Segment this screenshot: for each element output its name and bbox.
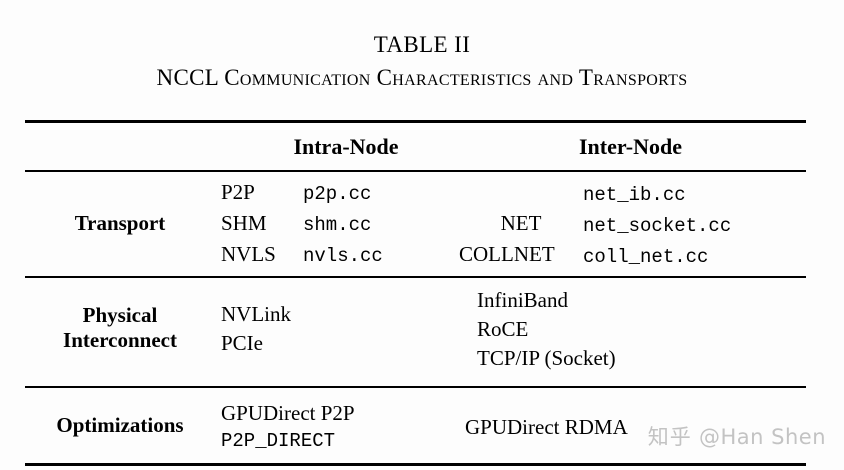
- transport-source-file: coll_net.cc: [583, 246, 709, 268]
- transport-source-file: shm.cc: [303, 214, 372, 236]
- physical-interconnect-inter-node-cell: InfiniBand RoCE TCP/IP (Socket): [477, 286, 616, 373]
- transport-name: SHM: [221, 211, 267, 235]
- transport-source-file: net_socket.cc: [583, 215, 732, 237]
- optimizations-inter-node-cell: GPUDirect RDMA: [465, 414, 628, 441]
- transport-name: P2P: [221, 180, 255, 204]
- row-label-line-1: Physical: [82, 303, 158, 327]
- optimizations-intra-node-cell: GPUDirect P2P P2P_DIRECT: [221, 400, 355, 455]
- transport-name-collnet: COLLNET: [459, 242, 555, 266]
- transport-inter-file-column: net_ib.cc net_socket.cc coll_net.cc: [583, 180, 731, 273]
- transport-pair: NVLS nvls.cc: [221, 242, 383, 273]
- physical-interconnect-intra-node-cell: NVLink PCIe: [221, 300, 291, 358]
- interconnect-item: NVLink: [221, 302, 291, 326]
- row-label-physical-interconnect: Physical Interconnect: [25, 303, 215, 353]
- transport-source-file: nvls.cc: [303, 245, 383, 267]
- row-label-transport: Transport: [74, 211, 166, 235]
- physical-interconnect-bottom-rule: [25, 386, 806, 388]
- interconnect-item: RoCE: [477, 317, 529, 341]
- interconnect-item: InfiniBand: [477, 288, 568, 312]
- optimization-item: GPUDirect RDMA: [465, 415, 628, 439]
- transport-name-net: NET: [500, 211, 542, 235]
- transport-inter-name-column: NET COLLNET: [459, 180, 583, 273]
- table-row-transport: Transport P2P p2p.cc SHM shm.cc NVLS nvl…: [25, 172, 806, 276]
- transport-intra-node-cell: P2P p2p.cc SHM shm.cc NVLS nvls.cc: [221, 180, 383, 273]
- optimization-item: GPUDirect P2P: [221, 401, 355, 425]
- table-title-block: TABLE II NCCL Communication Characterist…: [0, 30, 844, 94]
- table-top-rule: [25, 120, 806, 123]
- table-bottom-rule: [25, 463, 806, 466]
- transport-pair: SHM shm.cc: [221, 211, 383, 242]
- table-number: TABLE II: [373, 32, 471, 57]
- transport-pair: P2P p2p.cc: [221, 180, 383, 211]
- data-table: Intra-Node Inter-Node Transport P2P p2p.…: [25, 120, 806, 466]
- transport-inter-node-cell: NET COLLNET net_ib.cc net_socket.cc coll…: [459, 180, 731, 273]
- interconnect-item: TCP/IP (Socket): [477, 346, 616, 370]
- table-row-physical-interconnect: Physical Interconnect NVLink PCIe Infini…: [25, 278, 806, 386]
- row-label-optimizations: Optimizations: [56, 413, 184, 437]
- column-header-inter-node: Inter-Node: [578, 134, 683, 159]
- transport-source-file: net_ib.cc: [583, 184, 686, 206]
- table-row-optimizations: Optimizations GPUDirect P2P P2P_DIRECT G…: [25, 388, 806, 463]
- table-header-row: Intra-Node Inter-Node: [25, 123, 806, 170]
- transport-source-file: p2p.cc: [303, 183, 372, 205]
- interconnect-item: PCIe: [221, 331, 263, 355]
- table-caption: NCCL Communication Characteristics and T…: [156, 65, 688, 90]
- row-label-line-2: Interconnect: [63, 328, 177, 352]
- transport-bottom-rule: [25, 276, 806, 278]
- transport-name: NVLS: [221, 242, 276, 266]
- column-header-intra-node: Intra-Node: [293, 134, 399, 159]
- optimization-flag: P2P_DIRECT: [221, 430, 336, 452]
- header-bottom-rule: [25, 170, 806, 172]
